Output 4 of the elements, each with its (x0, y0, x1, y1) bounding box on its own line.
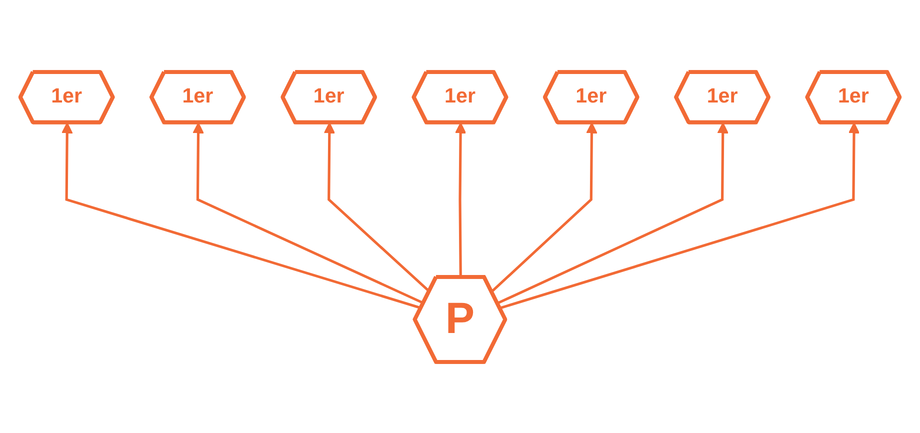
arrow (490, 122, 598, 292)
arrow (496, 122, 729, 304)
arrow (324, 122, 430, 292)
arrow (500, 122, 860, 309)
